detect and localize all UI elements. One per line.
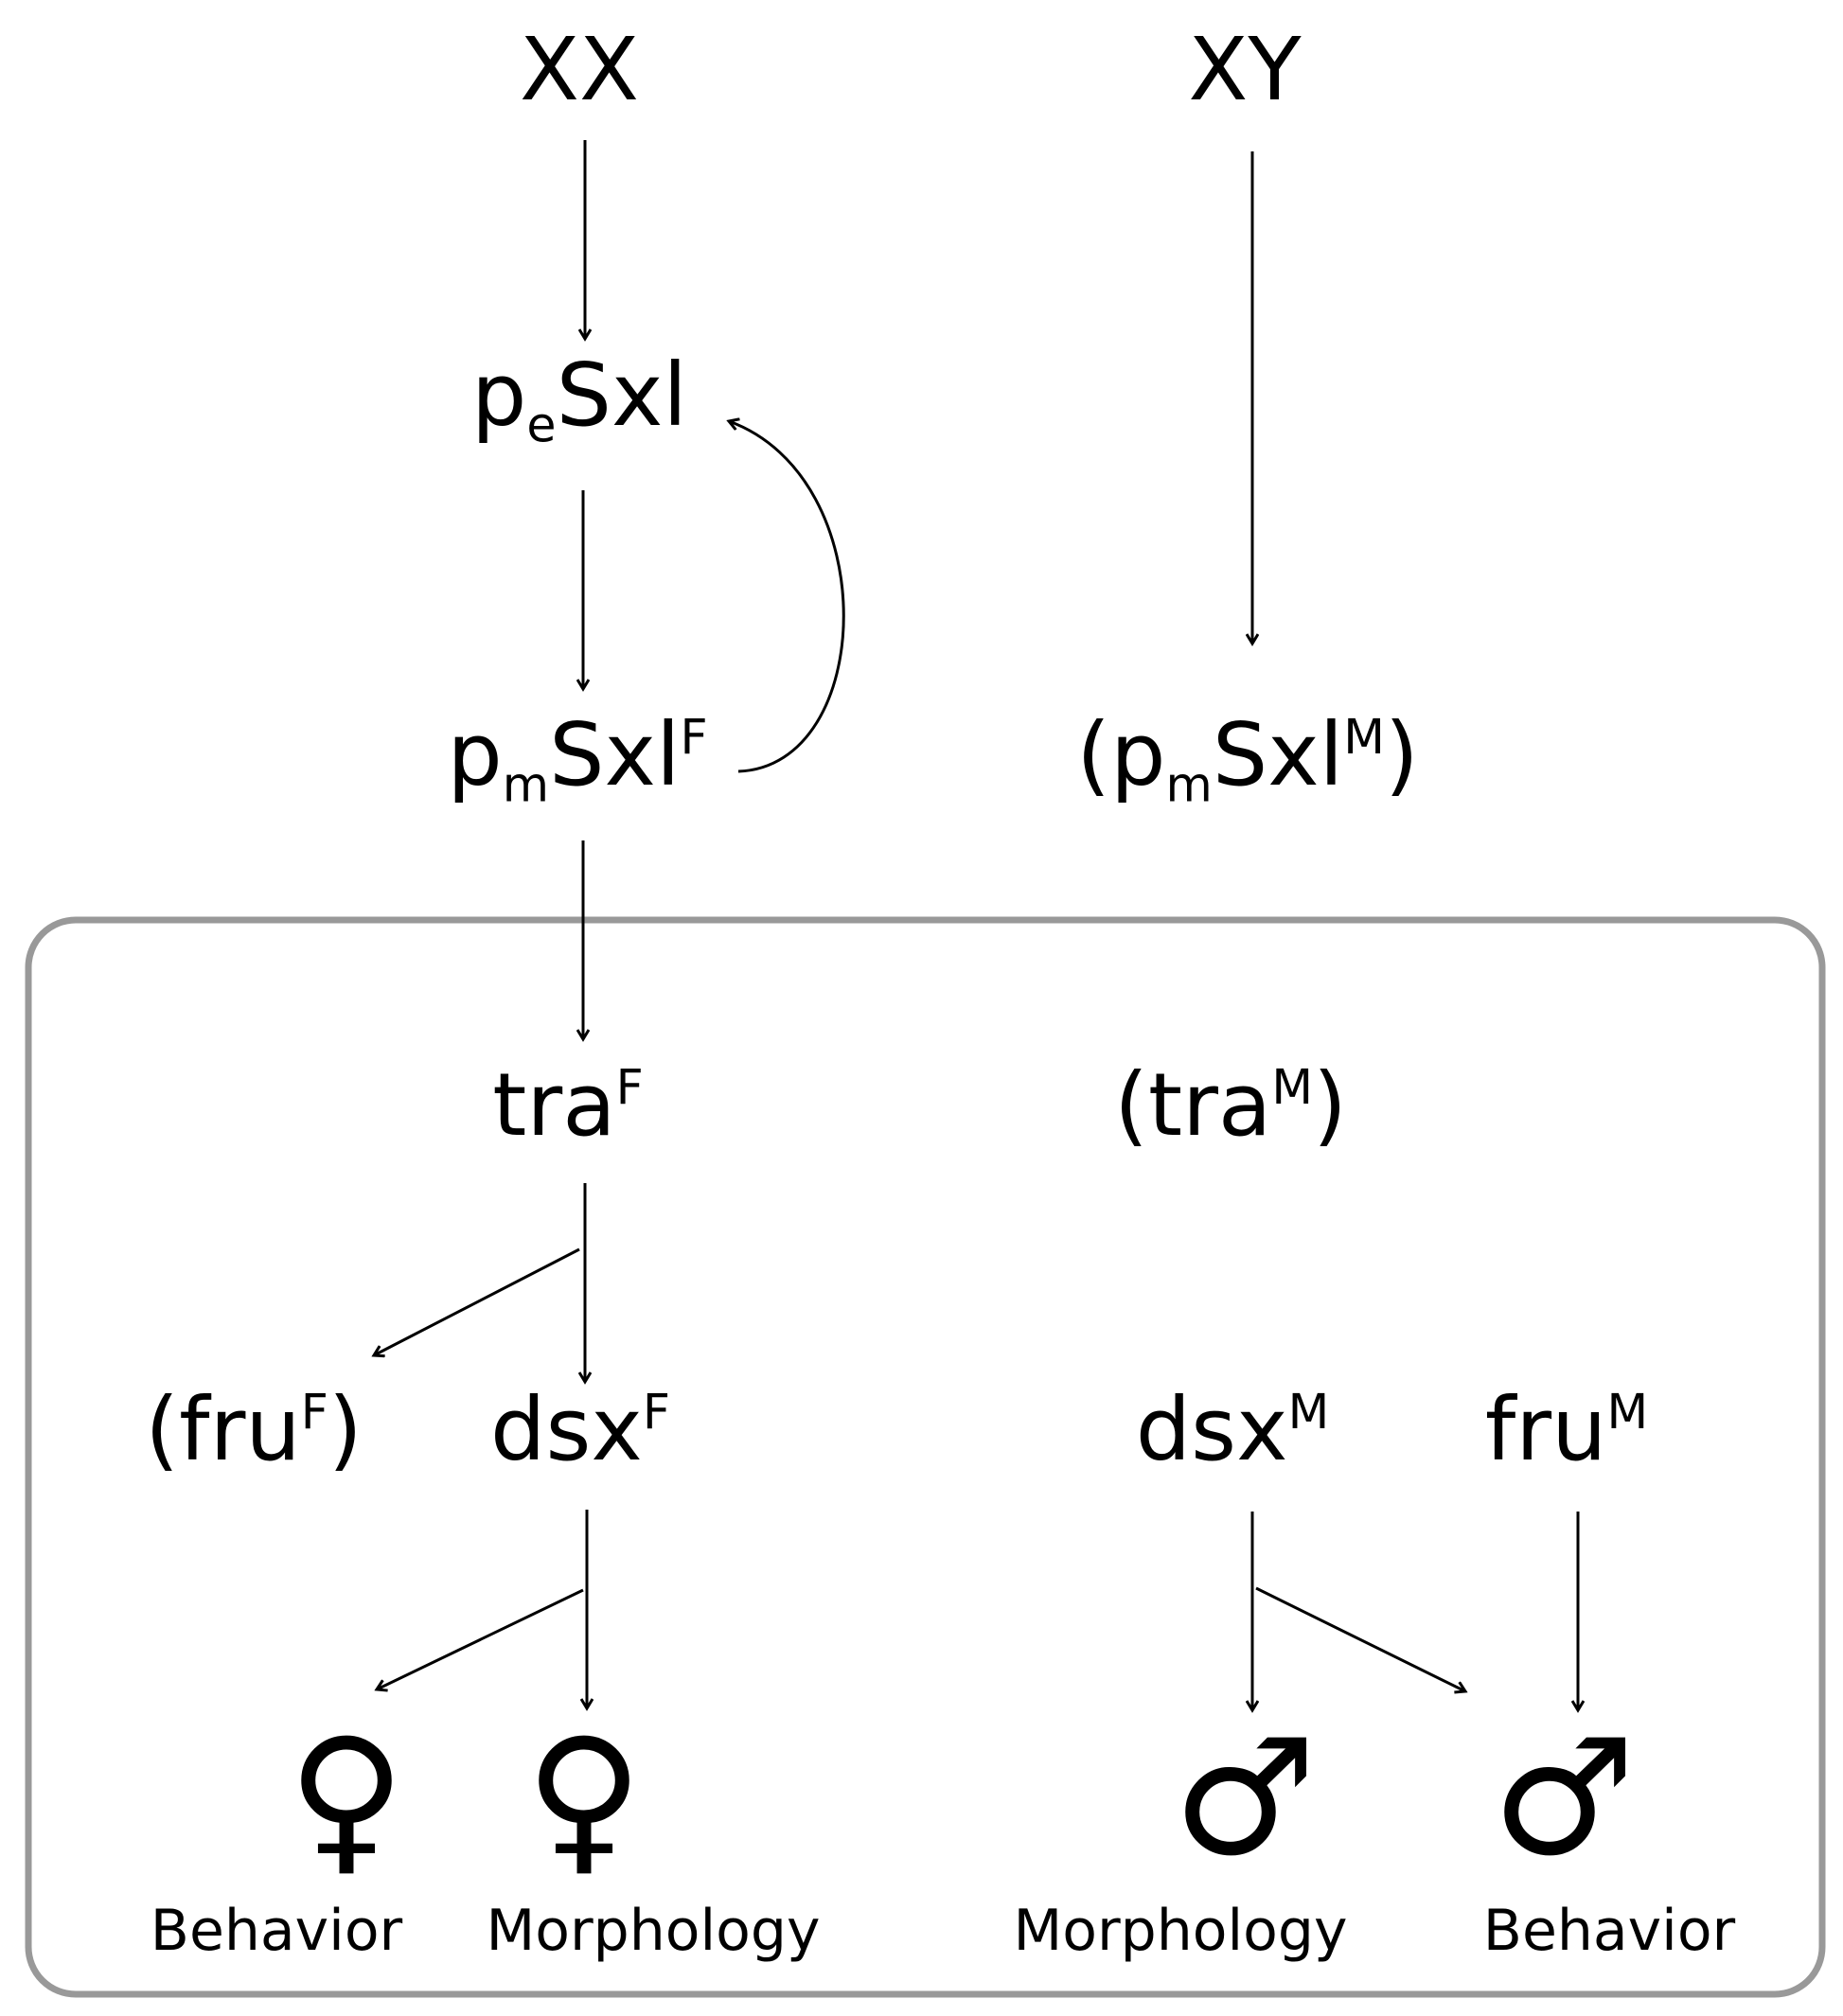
caption-female-morphology: Morphology <box>486 1898 821 1964</box>
caption-female-behavior: Behavior <box>150 1898 403 1964</box>
female-symbol-icon: ♀ <box>524 1705 644 1892</box>
caption-male-behavior: Behavior <box>1482 1898 1736 1964</box>
male-symbol-icon: ♂ <box>1172 1705 1318 1892</box>
arrow-dsxf-to-female-behavior <box>377 1588 584 1689</box>
arrow-dsxm-to-male-behavior <box>1255 1586 1465 1691</box>
arrow-autoregulation-loop <box>729 421 845 773</box>
xx-label: XX <box>519 19 640 120</box>
fru-m-label: fruM <box>1484 1379 1649 1480</box>
female-symbol-icon: ♀ <box>287 1705 406 1892</box>
soma-germline-box <box>25 916 1826 1998</box>
fru-f-label: (fruF) <box>145 1379 363 1480</box>
caption-male-morphology: Morphology <box>1013 1898 1348 1964</box>
tra-f-label: traF <box>492 1054 644 1156</box>
dsx-m-label: dsxM <box>1135 1379 1330 1480</box>
pm-sxl-f-label: pmSxlF <box>447 704 708 813</box>
male-symbol-icon: ♂ <box>1491 1705 1637 1892</box>
pm-sxl-m-label: (pmSxlM) <box>1076 704 1419 813</box>
xy-label: XY <box>1188 19 1302 120</box>
arrow-traf-to-fruf <box>374 1247 580 1355</box>
pe-sxl-label: peSxl <box>471 345 687 453</box>
dsx-f-label: dsxF <box>490 1379 670 1480</box>
tra-m-label: (traM) <box>1114 1054 1347 1156</box>
